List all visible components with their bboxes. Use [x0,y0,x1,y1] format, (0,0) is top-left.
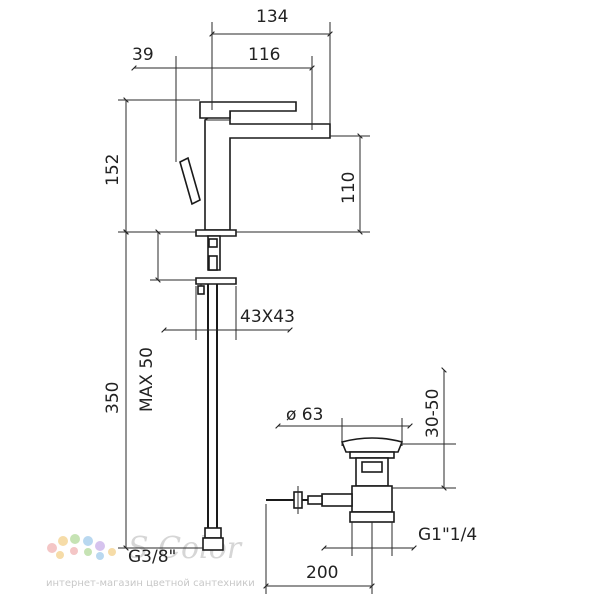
side-port-nut [307,495,323,505]
faucet-body [179,101,331,551]
shank-nut [208,238,218,248]
faucet-column [204,111,331,231]
drain-side-port [321,493,353,507]
dim-drain-diameter: ø 63 [286,405,323,425]
drain-lower-body [351,485,393,513]
base-flange [195,229,237,237]
dim-rod-length: 200 [306,563,338,583]
dim-drain-thread: G1"1/4 [418,525,477,545]
supply-nut [202,537,224,551]
lever-handle [199,101,297,119]
dim-base-size: 43X43 [240,307,295,327]
plate-screw [197,285,205,295]
dim-total-height: 152 [103,154,123,186]
shank-nut-lower [208,255,218,271]
dim-handle-offset: 39 [132,45,154,65]
drain-nut [349,511,395,523]
drain-assembly [266,437,404,523]
watermark-subtitle: интернет-магазин цветной сантехники [46,578,255,589]
watermark-dots-icon [47,534,116,560]
dim-tail-length: 350 [103,382,123,414]
side-lever [179,156,201,206]
drain-flange [349,451,395,459]
supply-fitting [204,527,222,539]
dim-drain-travel: 30-50 [423,389,443,438]
dim-spout-reach: 116 [248,45,280,65]
bottom-plate [195,277,237,285]
drain-window [361,461,383,473]
drain-cap [340,437,404,453]
dim-overall-depth: 134 [256,7,288,27]
dim-supply-thread: G3/8" [128,547,176,567]
dim-max-thickness: MAX 50 [137,347,157,412]
dimension-lines [118,22,456,594]
dim-spout-height: 110 [339,172,359,204]
